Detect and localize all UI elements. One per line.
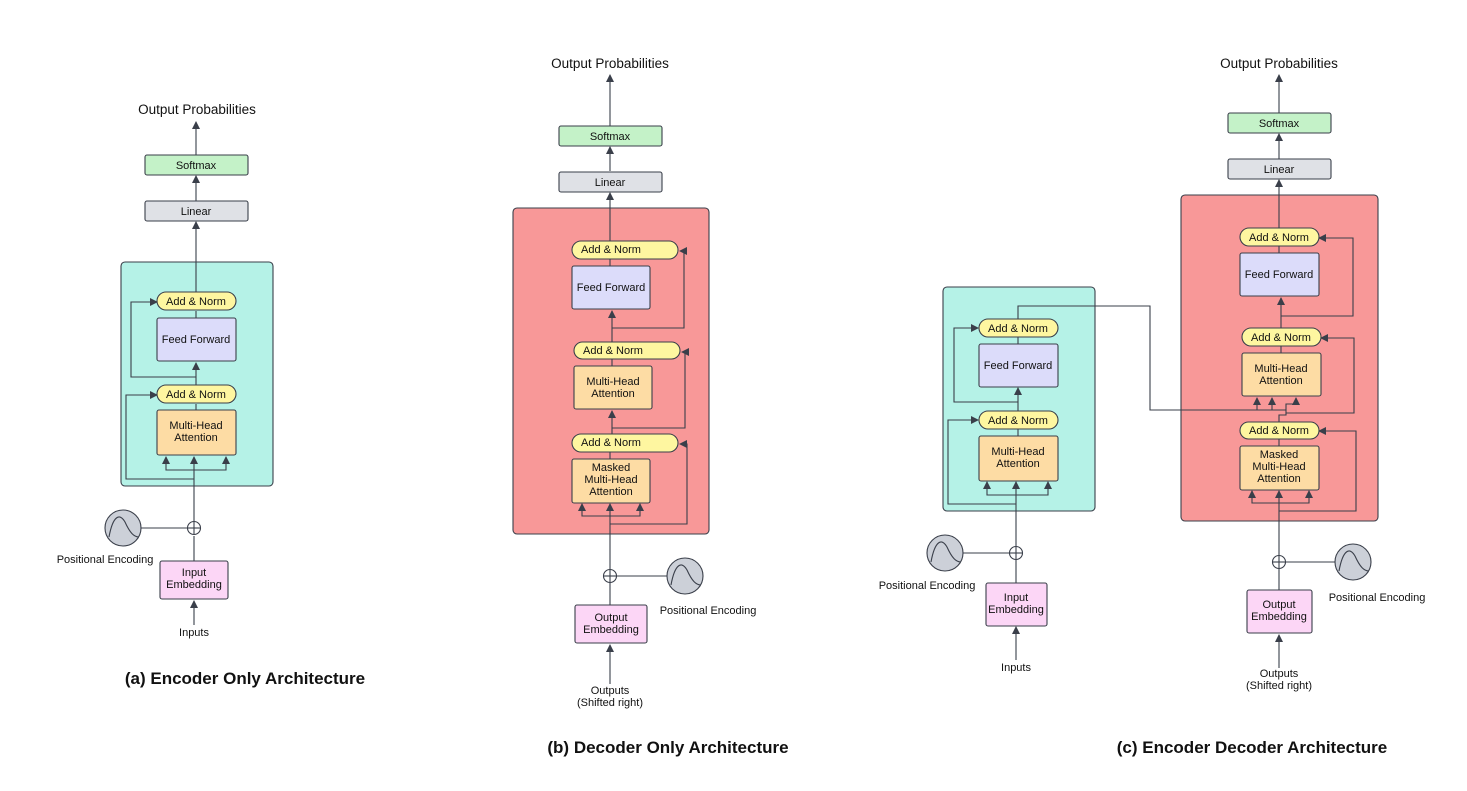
encoder-only-diagram: Positional Encoding Input Embedding Inpu… [57, 102, 365, 688]
add-norm-label: Add & Norm [1249, 232, 1309, 244]
mha-label-1: Multi-Head [1254, 363, 1307, 375]
inputs-label: Inputs [179, 627, 209, 639]
multi-head-attention-box [573, 365, 653, 410]
positional-encoding-label: Positional Encoding [660, 605, 757, 617]
add-norm-box [978, 318, 1059, 338]
softmax-box [1227, 112, 1332, 134]
mha-label-2: Attention [591, 388, 634, 400]
output-embedding-label-1: Output [1262, 599, 1295, 611]
feed-forward-label: Feed Forward [577, 282, 645, 294]
mha-label-1: Multi-Head [169, 420, 222, 432]
caption-c: (c) Encoder Decoder Architecture [1117, 738, 1388, 757]
caption-a: (a) Encoder Only Architecture [125, 669, 365, 688]
softmax-label: Softmax [176, 160, 217, 172]
input-embedding-label-2: Embedding [988, 604, 1044, 616]
positional-encoding-icon [104, 509, 142, 547]
linear-box [144, 200, 249, 222]
output-embedding-label-1: Output [594, 612, 627, 624]
inputs-label: Inputs [1001, 662, 1031, 674]
masked-label-3: Attention [589, 486, 632, 498]
output-probabilities-label: Output Probabilities [1220, 56, 1338, 71]
output-embedding-box [1246, 589, 1313, 634]
softmax-label: Softmax [590, 131, 631, 143]
outputs-label-2: (Shifted right) [1246, 680, 1312, 692]
softmax-label: Softmax [1259, 118, 1300, 130]
mha-label-1: Multi-Head [586, 376, 639, 388]
masked-label-2: Multi-Head [1252, 461, 1305, 473]
output-probabilities-label: Output Probabilities [551, 56, 669, 71]
output-embedding-box [574, 604, 648, 644]
encoder-decoder-diagram: Positional Encoding Positional Encoding … [879, 56, 1426, 757]
linear-label: Linear [181, 206, 212, 218]
add-norm-box [573, 341, 681, 360]
decoder-only-diagram: Positional Encoding Output Embedding Out… [512, 56, 789, 757]
add-norm-label: Add & Norm [1251, 332, 1311, 344]
add-norm-label: Add & Norm [583, 345, 643, 357]
outputs-label-1: Outputs [1260, 668, 1299, 680]
add-norm-box [571, 433, 679, 453]
feed-forward-label: Feed Forward [1245, 269, 1313, 281]
masked-attention-box [1239, 445, 1320, 491]
linear-label: Linear [1264, 164, 1295, 176]
add-norm-label: Add & Norm [988, 323, 1048, 335]
masked-label-3: Attention [1257, 473, 1300, 485]
multi-head-attention-box [156, 409, 237, 456]
multi-head-attention-box [978, 435, 1059, 482]
add-norm-label: Add & Norm [166, 389, 226, 401]
positional-encoding-icon [926, 534, 964, 572]
masked-label-1: Masked [1260, 449, 1299, 461]
output-embedding-label-2: Embedding [583, 624, 639, 636]
linear-box [558, 171, 663, 193]
masked-label-1: Masked [592, 462, 631, 474]
add-norm-box [156, 291, 237, 311]
caption-b: (b) Decoder Only Architecture [547, 738, 788, 757]
multi-head-attention-box [1241, 352, 1322, 397]
feed-forward-box [571, 265, 651, 310]
positional-encoding-label: Positional Encoding [1329, 592, 1426, 604]
mha-label-2: Attention [1259, 375, 1302, 387]
mha-label-2: Attention [174, 432, 217, 444]
output-probabilities-label: Output Probabilities [138, 102, 256, 117]
add-norm-box [1239, 227, 1320, 247]
add-norm-label: Add & Norm [1249, 425, 1309, 437]
feed-forward-label: Feed Forward [162, 334, 230, 346]
linear-box [1227, 158, 1332, 180]
input-embedding-box [159, 560, 229, 600]
positional-encoding-icon [1334, 543, 1372, 581]
input-embedding-box [985, 582, 1048, 627]
outputs-label-1: Outputs [591, 685, 630, 697]
softmax-box [558, 125, 663, 147]
feed-forward-box [978, 343, 1059, 388]
mha-label-1: Multi-Head [991, 446, 1044, 458]
add-norm-box [1239, 421, 1320, 440]
output-embedding-label-2: Embedding [1251, 611, 1307, 623]
add-norm-box [156, 384, 237, 404]
add-norm-box [978, 410, 1059, 430]
add-norm-label: Add & Norm [988, 415, 1048, 427]
add-norm-label: Add & Norm [581, 244, 641, 256]
linear-label: Linear [595, 177, 626, 189]
add-norm-label: Add & Norm [166, 296, 226, 308]
feed-forward-label: Feed Forward [984, 360, 1052, 372]
softmax-box [144, 154, 249, 176]
add-norm-box [571, 240, 679, 260]
add-norm-label: Add & Norm [581, 437, 641, 449]
positional-encoding-label: Positional Encoding [879, 580, 976, 592]
outputs-label-2: (Shifted right) [577, 697, 643, 709]
masked-attention-box [571, 458, 651, 504]
input-embedding-label-1: Input [1004, 592, 1028, 604]
input-embedding-label-2: Embedding [166, 579, 222, 591]
add-norm-box [1241, 327, 1322, 347]
masked-label-2: Multi-Head [584, 474, 637, 486]
mha-label-2: Attention [996, 458, 1039, 470]
positional-encoding-icon [666, 557, 704, 595]
positional-encoding-label: Positional Encoding [57, 554, 154, 566]
input-embedding-label-1: Input [182, 567, 206, 579]
feed-forward-box [1239, 252, 1320, 297]
feed-forward-box [156, 317, 237, 362]
